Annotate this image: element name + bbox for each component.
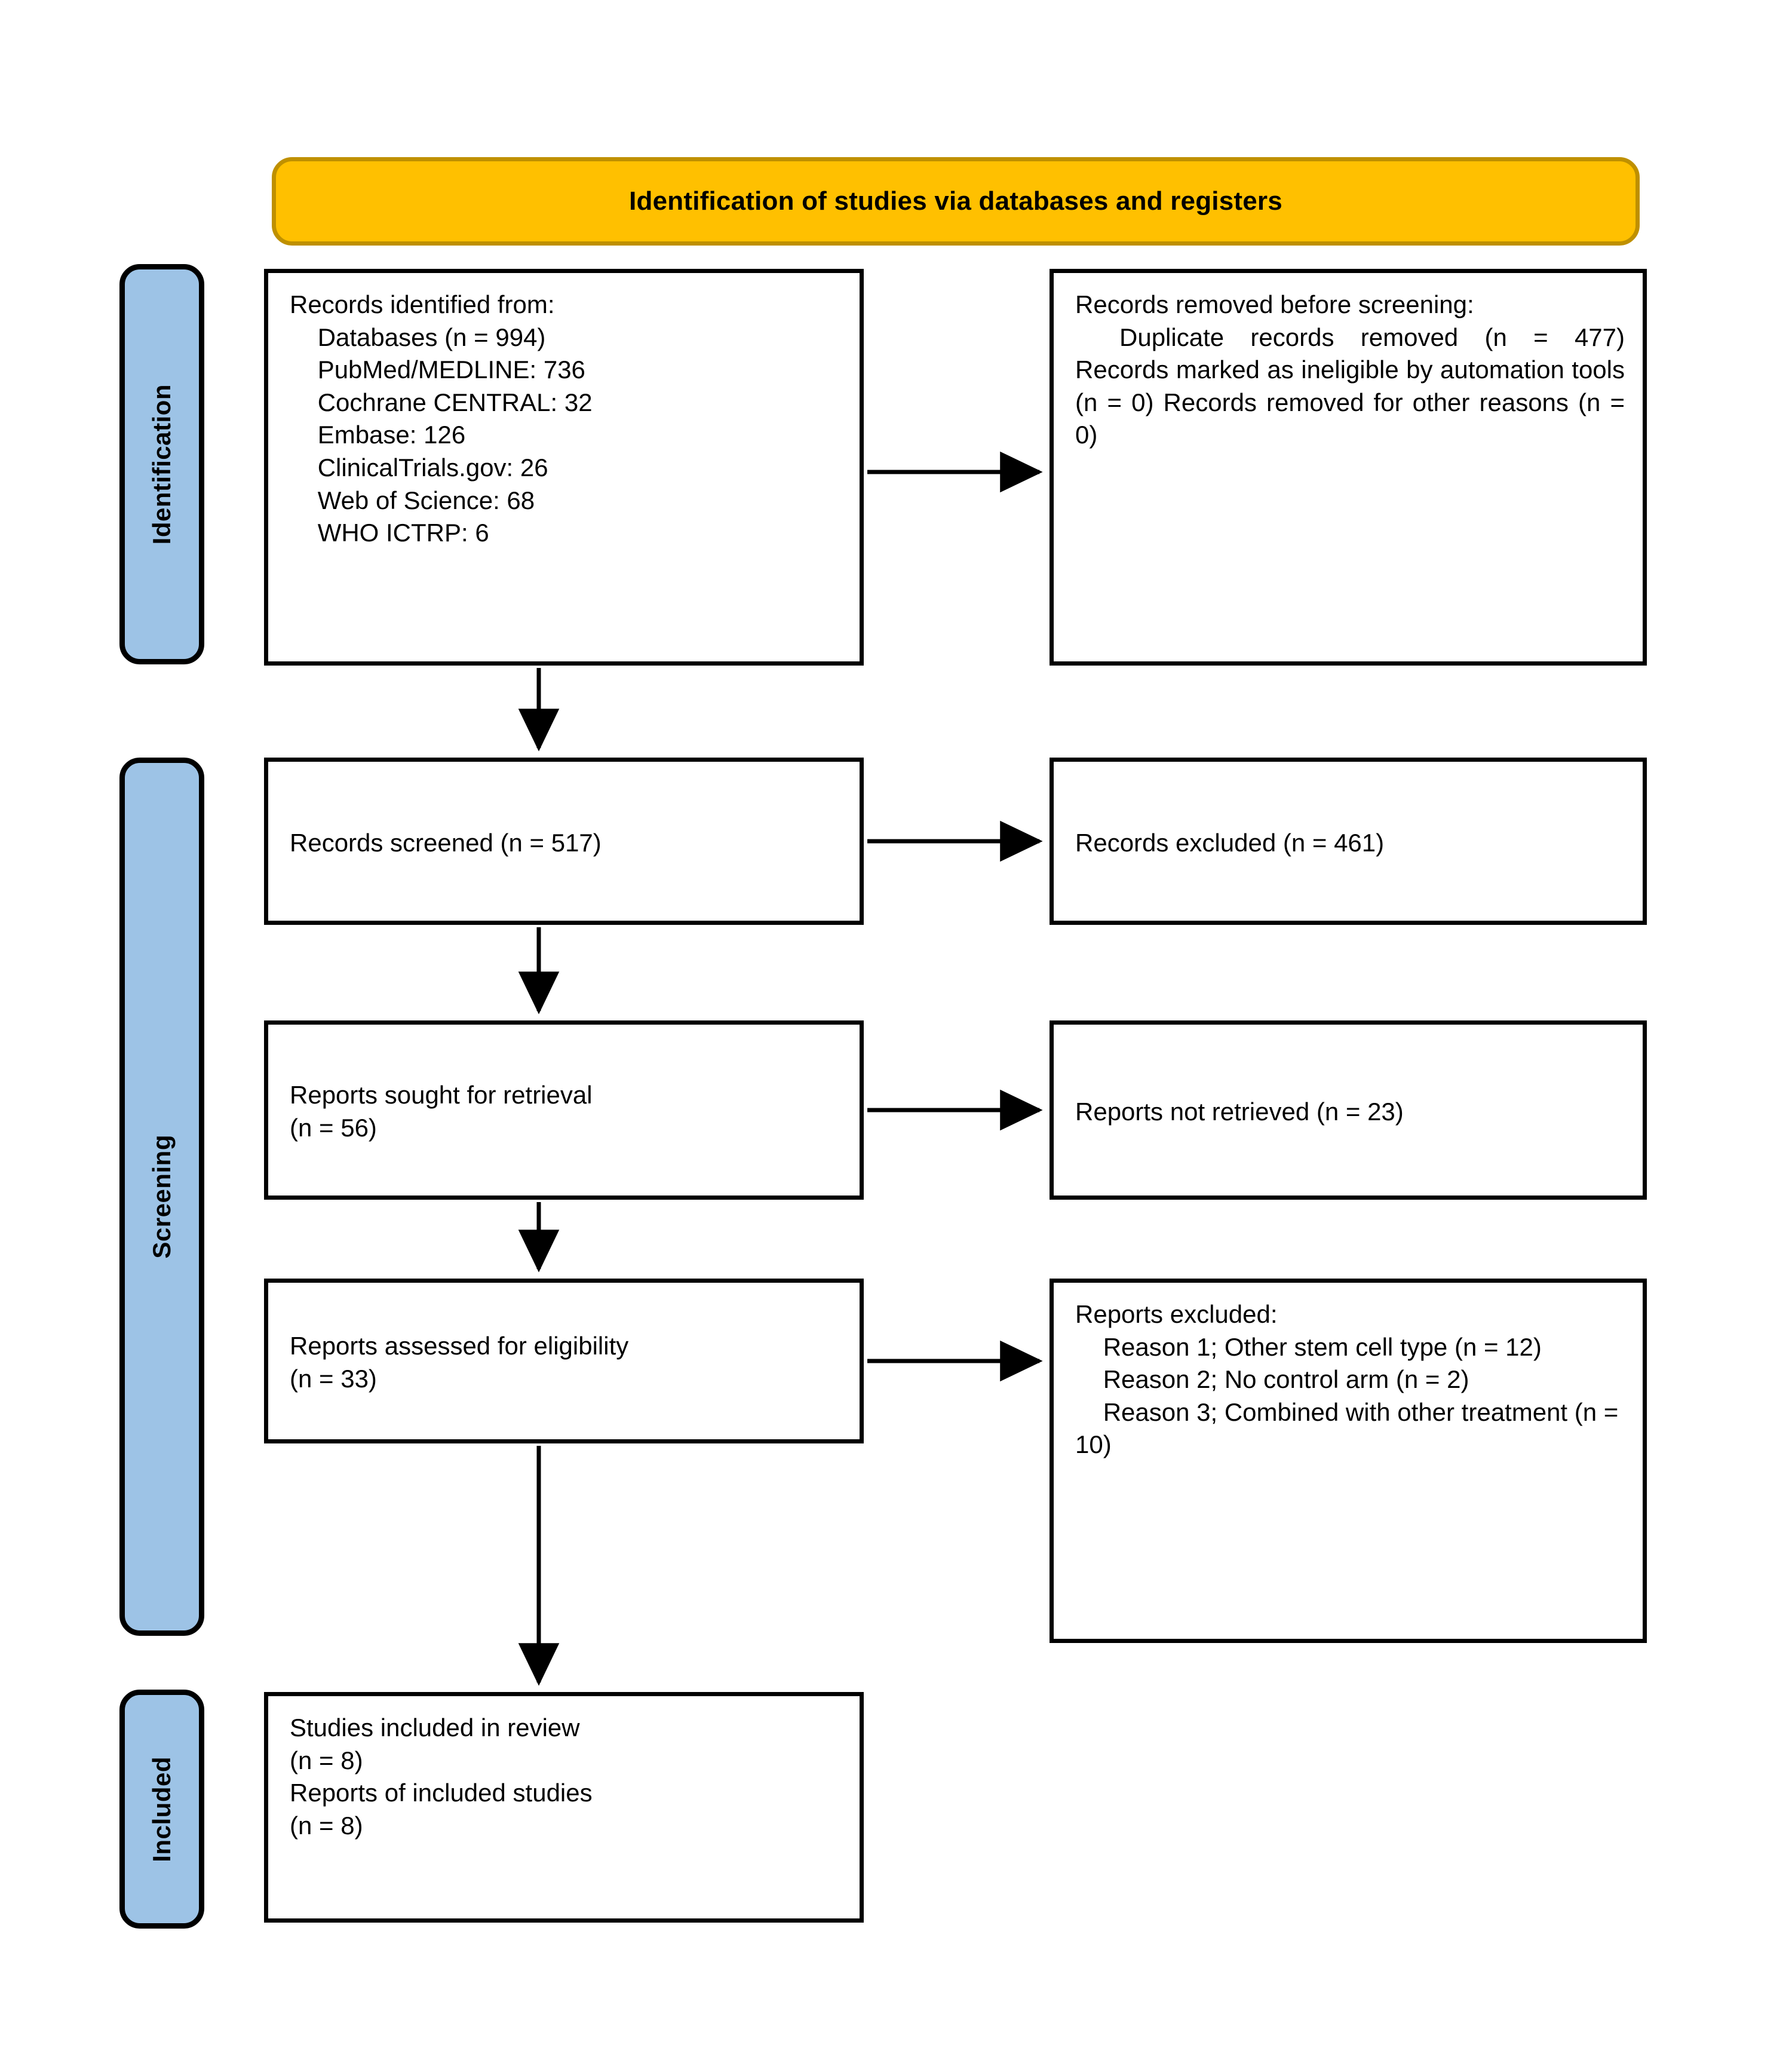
phase-bar-identification: Identification	[119, 264, 204, 664]
phase-label-screening: Screening	[148, 1135, 176, 1259]
box-reports-assessed-text: Reports assessed for eligibility (n = 33…	[290, 1332, 629, 1393]
header-banner-title: Identification of studies via databases …	[629, 186, 1282, 216]
box-records-excluded: Records excluded (n = 461)	[1050, 758, 1647, 925]
box-records-removed-heading: Records removed before screening:	[1075, 290, 1474, 318]
box-reports-not-retrieved: Reports not retrieved (n = 23)	[1050, 1020, 1647, 1200]
box-records-removed: Records removed before screening: Duplic…	[1050, 269, 1647, 666]
box-records-identified: Records identified from: Databases (n = …	[264, 269, 864, 666]
box-records-removed-body: Duplicate records removed (n = 477) Reco…	[1075, 323, 1632, 449]
box-reports-sought: Reports sought for retrieval (n = 56)	[264, 1020, 864, 1200]
box-records-screened-text: Records screened (n = 517)	[290, 828, 602, 857]
phase-bar-screening: Screening	[119, 758, 204, 1636]
phase-label-included: Included	[148, 1756, 176, 1862]
box-reports-excluded-text: Reports excluded: Reason 1; Other stem c…	[1075, 1300, 1619, 1459]
box-reports-assessed: Reports assessed for eligibility (n = 33…	[264, 1279, 864, 1443]
box-studies-included-text: Studies included in review (n = 8) Repor…	[290, 1714, 593, 1840]
box-reports-not-retrieved-text: Reports not retrieved (n = 23)	[1075, 1097, 1404, 1126]
phase-bar-included: Included	[119, 1690, 204, 1929]
box-records-excluded-text: Records excluded (n = 461)	[1075, 828, 1385, 857]
header-banner: Identification of studies via databases …	[272, 157, 1640, 246]
box-reports-excluded: Reports excluded: Reason 1; Other stem c…	[1050, 1279, 1647, 1643]
box-records-identified-text: Records identified from: Databases (n = …	[290, 290, 593, 547]
phase-label-identification: Identification	[148, 384, 176, 545]
box-reports-sought-text: Reports sought for retrieval (n = 56)	[290, 1081, 593, 1142]
box-studies-included: Studies included in review (n = 8) Repor…	[264, 1692, 864, 1923]
box-records-screened: Records screened (n = 517)	[264, 758, 864, 925]
